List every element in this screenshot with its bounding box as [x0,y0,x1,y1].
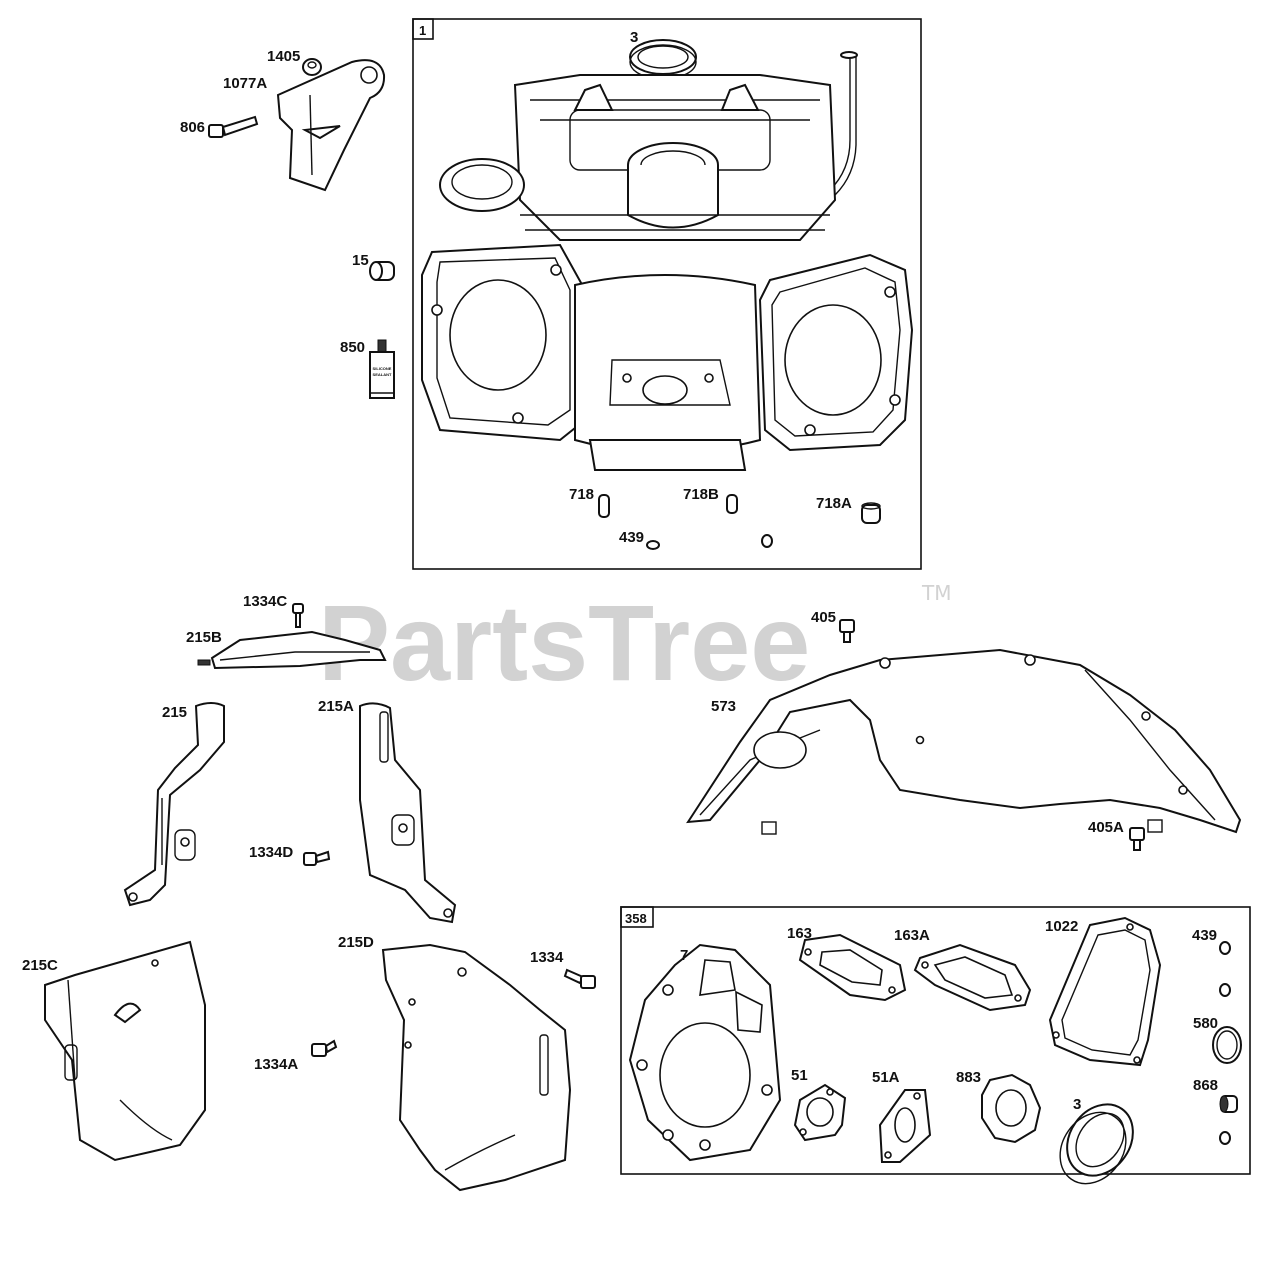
cover-215D[interactable] [381,943,572,1192]
callout-3-kit: 3 [1073,1096,1081,1113]
o-ring-439-kit[interactable] [1219,941,1231,1145]
callout-1334A: 1334A [254,1056,298,1073]
callout-718: 718 [569,486,594,503]
o-ring-439-top[interactable] [646,540,660,550]
callout-1334: 1334 [530,949,564,966]
tube-text-1: SILICONE [373,366,392,371]
bushing-868[interactable] [1219,1095,1238,1113]
screw-1334C[interactable] [292,603,304,628]
screw-1334D[interactable] [303,850,331,866]
shroud-215B[interactable] [197,630,387,670]
callout-573: 573 [711,698,736,715]
o-ring-580[interactable] [1212,1026,1242,1064]
callout-806: 806 [180,119,205,136]
screw-405[interactable] [839,619,855,643]
callout-1022: 1022 [1045,918,1078,935]
dowel-pin-718[interactable] [598,494,610,518]
plug-15[interactable] [369,261,395,281]
box-label-358: 358 [625,911,647,926]
callout-883: 883 [956,1069,981,1086]
gasket-163[interactable] [798,933,907,1002]
callout-850: 850 [340,339,365,356]
oil-seal-3-kit[interactable] [1047,1092,1147,1197]
watermark-trademark: TM [921,581,951,605]
dowel-pin-718B[interactable] [726,494,738,514]
gasket-kit-box: 358 [620,906,1251,1175]
callout-439-top: 439 [619,529,644,546]
gasket-163A[interactable] [913,943,1032,1012]
sealant-tube-850[interactable]: SILICONE SEALANT [369,339,395,399]
callout-1077A: 1077A [223,75,267,92]
callout-439-kit: 439 [1192,927,1217,944]
screw-1334A[interactable] [311,1039,338,1057]
callout-163: 163 [787,925,812,942]
callout-163A: 163A [894,927,930,944]
tube-text-2: SEALANT [373,372,392,377]
baffle-573[interactable] [686,648,1242,835]
callout-718A: 718A [816,495,852,512]
callout-1334D: 1334D [249,844,293,861]
callout-215: 215 [162,704,187,721]
callout-215B: 215B [186,629,222,646]
head-gasket-7[interactable] [628,943,782,1162]
callout-215A: 215A [318,698,354,715]
crankcase-block[interactable] [421,51,914,471]
callout-3-top: 3 [630,29,638,46]
bolt-806[interactable] [208,115,259,138]
callout-51A: 51A [872,1069,900,1086]
nut-1405[interactable] [302,58,322,76]
callout-7: 7 [680,947,688,964]
watermark-text: PartsTree [318,582,810,703]
cover-215C[interactable] [44,940,206,1162]
callout-1334C: 1334C [243,593,287,610]
oil-seal-3-top[interactable] [629,39,697,80]
callout-718B: 718B [683,486,719,503]
gasket-1022[interactable] [1048,916,1162,1067]
callout-15: 15 [352,252,369,269]
bracket-1077A[interactable] [276,59,386,192]
shroud-215A[interactable] [359,702,457,924]
box-label-1: 1 [419,23,426,38]
callout-868: 868 [1193,1077,1218,1094]
callout-405A: 405A [1088,819,1124,836]
callout-51: 51 [791,1067,808,1084]
screw-405A[interactable] [1129,827,1145,851]
callout-1405: 1405 [267,48,300,65]
screw-1334[interactable] [563,968,596,989]
bushing-718A[interactable] [861,502,881,524]
shroud-215[interactable] [123,702,225,907]
o-ring-439-top-second[interactable] [761,534,773,548]
callout-215C: 215C [22,957,58,974]
callout-215D: 215D [338,934,374,951]
gasket-883[interactable] [981,1073,1042,1144]
gasket-51[interactable] [793,1083,847,1142]
gasket-51A[interactable] [878,1089,932,1163]
callout-405: 405 [811,609,836,626]
crankcase-box: 1 [412,18,922,570]
callout-580: 580 [1193,1015,1218,1032]
